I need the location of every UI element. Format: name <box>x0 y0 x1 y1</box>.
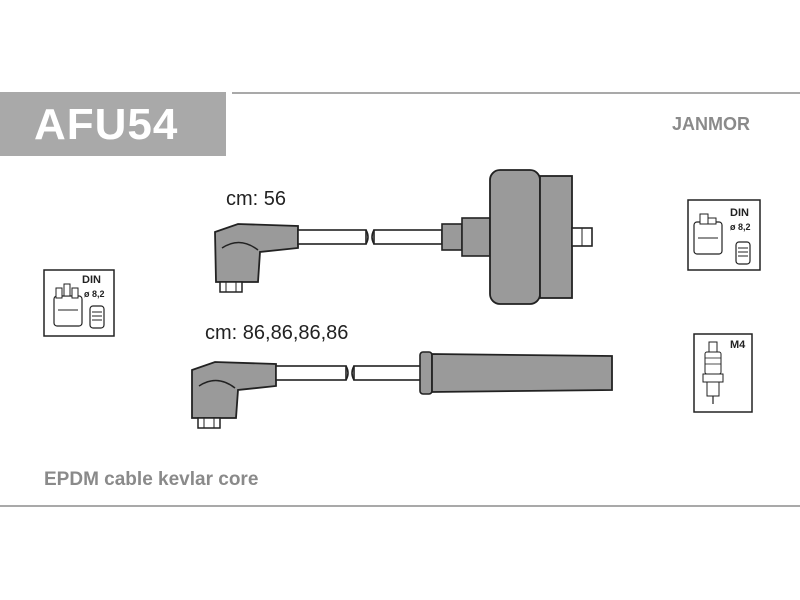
diameter-label: ø 8,2 <box>84 289 105 299</box>
angled-boot-icon <box>191 361 277 429</box>
cable-description: EPDM cable kevlar core <box>44 469 259 490</box>
spark-plug-icon <box>702 341 724 404</box>
diameter-label: ø 8,2 <box>730 222 751 232</box>
coil-cable <box>214 169 593 305</box>
din-label: DIN <box>730 207 749 219</box>
plug-cable-length: cm: 86,86,86,86 <box>205 322 349 344</box>
coil-cable-length: cm: 56 <box>226 188 287 210</box>
distributor-din-badge: DIN ø 8,2 <box>43 269 115 337</box>
coil-connector-icon <box>441 169 593 305</box>
footer-divider <box>0 505 800 507</box>
coil-din-badge: DIN ø 8,2 <box>687 199 761 271</box>
spark-plug-badge: M4 <box>693 333 753 413</box>
part-code: AFU54 <box>34 100 179 149</box>
angled-boot-icon <box>214 223 299 293</box>
ignition-coil-icon <box>693 213 723 255</box>
connector-terminal-icon <box>89 305 105 329</box>
straight-boot-icon <box>419 351 613 395</box>
din-label: DIN <box>82 274 101 286</box>
connector-terminal-icon <box>735 241 751 265</box>
distributor-cap-icon <box>53 283 83 327</box>
plug-cable <box>191 351 613 429</box>
part-code-banner <box>0 92 226 156</box>
header-divider <box>232 92 800 94</box>
brand-name: JANMOR <box>672 114 751 134</box>
m4-label: M4 <box>730 339 746 351</box>
